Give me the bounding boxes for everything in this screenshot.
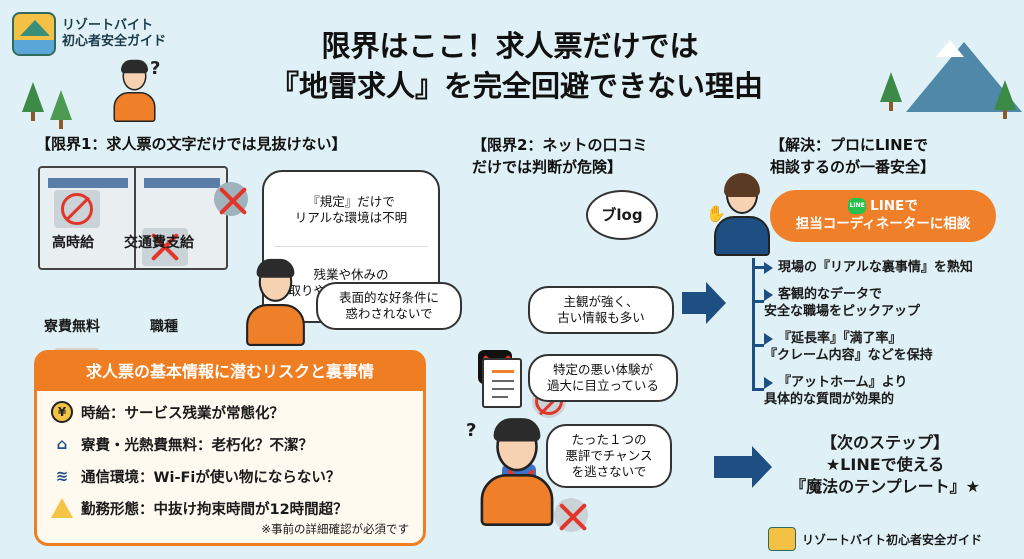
brand-logo xyxy=(12,12,56,56)
triangle-bullet-icon xyxy=(764,261,773,274)
footer: リゾートバイト初心者安全ガイド xyxy=(768,527,982,551)
question-mark-icon: ? xyxy=(150,58,161,79)
triangle-bullet-icon xyxy=(764,376,773,389)
tile-label: 高時給 xyxy=(52,235,94,251)
wifi-icon: ≋ xyxy=(55,467,69,485)
page-title: 限界はここ！求人票だけでは 『地雷求人』を完全回避できない理由 xyxy=(270,29,764,103)
arrow-right-icon xyxy=(682,282,726,324)
tree-icon xyxy=(22,82,44,121)
money-icon xyxy=(54,190,100,228)
footer-logo xyxy=(768,527,796,551)
section2-heading: 【限界2：ネットの口コミ だけでは判断が危険】 xyxy=(472,136,648,176)
speech-bubble: 主観が強く、 古い情報も多い xyxy=(528,286,674,334)
footer-text: リゾートバイト初心者安全ガイド xyxy=(802,532,983,547)
warning-icon xyxy=(51,497,73,519)
twitter-icon xyxy=(554,498,588,532)
triangle-bullet-icon xyxy=(764,332,773,345)
worried-person-icon xyxy=(478,418,556,526)
section1-heading: 【限界1：求人票の文字だけでは見抜けない】 xyxy=(36,135,347,153)
thinking-person-icon xyxy=(112,59,157,122)
tile-label: 職種 xyxy=(150,319,178,335)
yen-icon: ¥ xyxy=(51,401,73,423)
solution-item: 『アットホーム』より 具体的な質問が効果的 xyxy=(764,375,908,407)
arrow-right-icon xyxy=(714,446,772,488)
solution-item: 客観的なデータで 安全な職場をピックアップ xyxy=(764,287,921,319)
tree-icon xyxy=(50,90,72,129)
coordinator-avatar xyxy=(712,173,772,256)
connector-line xyxy=(752,258,755,390)
question-mark-icon: ? xyxy=(466,420,477,441)
risk-row: ⌂ 寮費・光熱費無料：老朽化？不潔？ xyxy=(51,433,313,455)
risk-row: 勤務形態：中抜け拘束時間が12時間超？ xyxy=(51,497,348,519)
triangle-bullet-icon xyxy=(764,288,773,301)
speech-bubble: たった１つの 悪評でチャンス を逃さないで xyxy=(546,424,672,488)
risk-box: 求人票の基本情報に潜むリスクと裏事情 ¥ 時給：サービス残業が常態化？ ⌂ 寮費… xyxy=(34,350,426,546)
document-icon xyxy=(482,358,522,408)
speech-bubble: 特定の悪い体験が 過大に目立っている xyxy=(528,354,678,402)
risk-box-heading: 求人票の基本情報に潜むリスクと裏事情 xyxy=(37,353,423,391)
risk-note: ※事前の詳細確認が必須です xyxy=(261,522,409,536)
risk-row: ≋ 通信環境：Wi-Fiが使い物にならない？ xyxy=(51,465,341,487)
solution-heading: 【解決：プロにLINEで 相談するのが一番安全】 xyxy=(770,136,936,176)
tree-icon xyxy=(880,72,902,111)
solution-item: 『延長率』『満了率』 『クレーム内容』などを保持 xyxy=(764,331,933,363)
house-icon: ⌂ xyxy=(56,435,68,453)
line-logo-icon: LINE xyxy=(848,198,867,214)
brand-subtitle: 初心者安全ガイド xyxy=(62,34,167,49)
bus-icon xyxy=(142,228,188,266)
tile-label: 交通費支給 xyxy=(124,235,194,251)
blog-bubble: ブlog xyxy=(586,190,658,240)
worried-person-icon xyxy=(244,258,307,346)
risk-row: ¥ 時給：サービス残業が常態化？ xyxy=(51,401,284,423)
tree-icon xyxy=(994,80,1016,119)
snow-cap-icon xyxy=(936,40,964,57)
waving-hand-icon: ✋ xyxy=(706,204,726,223)
tile-label: 寮費無料 xyxy=(44,319,100,335)
next-step: 【次のステップ】 ★LINEで使える 『魔法のテンプレート』★ xyxy=(790,433,980,496)
no-home-icon xyxy=(214,182,248,216)
solution-item: 現場の『リアルな裏事情』を熟知 xyxy=(764,259,973,276)
brand-name: リゾートバイト xyxy=(62,18,154,33)
brand: リゾートバイト 初心者安全ガイド xyxy=(12,12,166,56)
speech-bubble: 表面的な好条件に 惑わされないで xyxy=(316,282,462,330)
